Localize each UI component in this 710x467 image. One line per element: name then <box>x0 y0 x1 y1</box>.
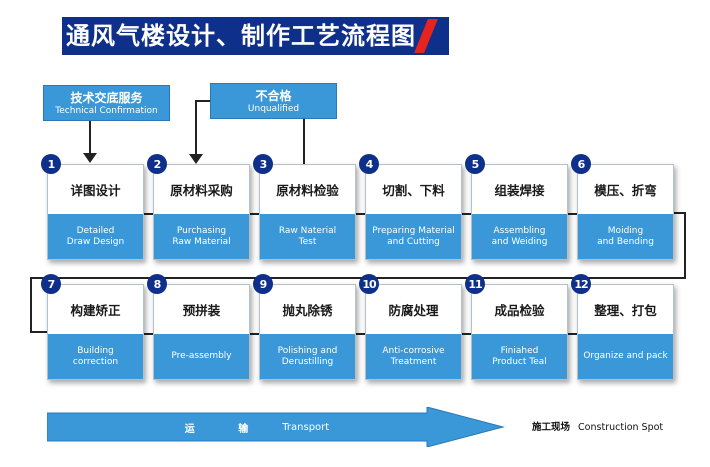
step-number-badge: 6 <box>571 154 591 174</box>
connector <box>356 333 365 335</box>
note-label-en: Technical Confirmation <box>55 106 158 116</box>
step-number-badge: 5 <box>465 154 485 174</box>
note-label-zh: 技术交底服务 <box>70 91 143 105</box>
wrap-connector <box>674 212 686 214</box>
transport-label-en: Transport <box>282 421 330 433</box>
step-label-en: Pre-assembly <box>154 334 249 379</box>
note-technical-confirmation: 技术交底服务 Technical Confirmation <box>43 85 170 121</box>
step-number-badge: 9 <box>253 274 273 294</box>
transport-label-zh: 运 输 <box>184 423 269 435</box>
construction-spot-label: 施工现场 Construction Spot <box>532 419 663 433</box>
connector-step3-up <box>303 119 305 166</box>
step-label-zh: 切割、下料 <box>382 183 445 198</box>
step-number-badge: 12 <box>571 274 591 294</box>
connector <box>144 213 153 215</box>
step-12-packing: 12 整理、打包 Organize and pack <box>571 274 674 380</box>
connector <box>144 333 153 335</box>
step-number-badge: 8 <box>147 274 167 294</box>
red-slash-decoration <box>414 19 438 53</box>
connector <box>250 213 259 215</box>
step-label-zh: 组装焊接 <box>494 183 545 198</box>
step-label-zh: 成品检验 <box>494 303 545 318</box>
wrap-connector <box>30 277 686 279</box>
arrow-head-icon <box>83 153 97 163</box>
step-number-badge: 3 <box>253 154 273 174</box>
construction-spot-zh: 施工现场 <box>532 422 571 433</box>
step-label-zh: 整理、打包 <box>594 303 657 318</box>
construction-spot-en: Construction Spot <box>578 422 664 433</box>
arrow-head-icon <box>189 154 203 164</box>
step-number-badge: 10 <box>359 274 379 294</box>
connector <box>356 213 365 215</box>
note-label-zh: 不合格 <box>255 89 292 103</box>
step-label-zh: 构建矫正 <box>70 303 121 318</box>
page-title: 通风气楼设计、制作工艺流程图 <box>66 22 416 50</box>
wrap-connector <box>684 212 686 279</box>
transport-arrow: 运 输 Transport <box>47 407 517 447</box>
note-label-en: Unqualified <box>247 104 300 114</box>
step-label-zh: 预拼装 <box>182 303 221 318</box>
connector-note2-down <box>195 100 197 156</box>
step-number-badge: 4 <box>359 154 379 174</box>
step-label-zh: 原材料采购 <box>170 183 233 198</box>
step-label-zh: 详图设计 <box>70 183 121 198</box>
connector <box>462 333 471 335</box>
step-label-en: Organize and pack <box>578 334 673 379</box>
step-label-zh: 抛丸除锈 <box>282 303 333 318</box>
arrow-shape <box>47 407 505 447</box>
connector <box>462 213 471 215</box>
wrap-connector <box>30 277 32 333</box>
step-number-badge: 1 <box>41 154 61 174</box>
connector <box>568 333 577 335</box>
wrap-connector <box>30 331 47 333</box>
step-number-badge: 7 <box>41 274 61 294</box>
connector <box>250 333 259 335</box>
connector <box>568 213 577 215</box>
transport-label: 运 输 Transport <box>47 413 467 441</box>
connector-note2-left <box>195 100 210 102</box>
connector-note1-down <box>89 121 91 155</box>
step-label-zh: 原材料检验 <box>276 183 339 198</box>
step-label-zh: 防腐处理 <box>388 303 439 318</box>
title-banner: 通风气楼设计、制作工艺流程图 <box>62 17 449 55</box>
step-label-zh: 模压、折弯 <box>594 183 657 198</box>
note-unqualified: 不合格 Unqualified <box>210 83 337 119</box>
step-number-badge: 2 <box>147 154 167 174</box>
step-8-pre-assembly: 8 预拼装 Pre-assembly <box>147 274 250 380</box>
step-number-badge: 11 <box>465 274 485 294</box>
